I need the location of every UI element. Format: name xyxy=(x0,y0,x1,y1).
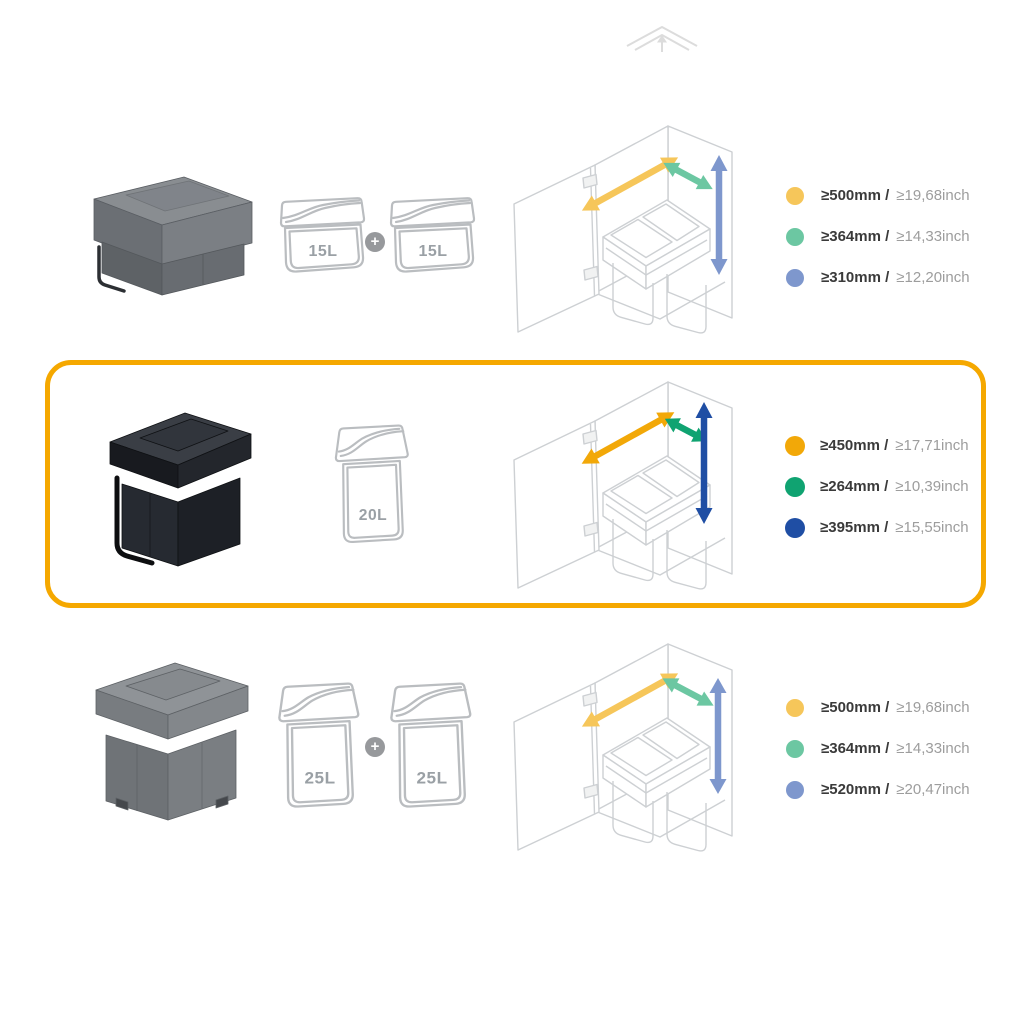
height-arrow xyxy=(709,678,727,794)
svg-text:15L: 15L xyxy=(308,243,337,260)
depth-dot xyxy=(786,227,804,246)
pullout-bin-unit xyxy=(602,717,711,852)
product-photo-20l xyxy=(109,412,252,567)
pullout-bin-unit xyxy=(602,455,711,590)
width-inch: ≥17,71inch xyxy=(895,437,969,454)
depth-mm: ≥364mm / xyxy=(821,228,890,245)
product-photo-15l xyxy=(93,176,253,296)
chevron-up-icon xyxy=(626,26,698,52)
dimension-legend: ≥450mm / ≥17,71inch ≥264mm / ≥10,39inch … xyxy=(785,435,969,558)
cabinet-diagram-15l xyxy=(513,125,733,334)
svg-text:25L: 25L xyxy=(417,769,448,788)
legend-width: ≥500mm / ≥19,68inch xyxy=(786,185,970,206)
legend-depth: ≥264mm / ≥10,39inch xyxy=(785,476,969,497)
cabinet-door xyxy=(513,420,600,589)
legend-depth: ≥364mm / ≥14,33inch xyxy=(786,226,970,247)
cabinet-door xyxy=(513,164,600,333)
cabinet-door xyxy=(513,682,600,851)
height-mm: ≥310mm / xyxy=(821,269,890,286)
cabinet-diagram-20l xyxy=(513,381,733,590)
plus-icon: + xyxy=(365,737,385,757)
depth-arrow xyxy=(663,162,713,190)
legend-height: ≥520mm / ≥20,47inch xyxy=(786,779,970,800)
product-photo-25l xyxy=(95,662,249,821)
bin-drawing-20l: 20L xyxy=(334,424,409,543)
width-dot xyxy=(786,698,804,717)
depth-inch: ≥10,39inch xyxy=(895,478,969,495)
depth-dot xyxy=(785,476,805,497)
width-dot xyxy=(785,435,805,456)
depth-mm: ≥264mm / xyxy=(820,478,889,495)
height-arrow xyxy=(695,402,713,524)
height-arrow xyxy=(710,155,728,275)
height-dot xyxy=(785,517,805,538)
height-inch: ≥20,47inch xyxy=(896,781,970,798)
height-mm: ≥520mm / xyxy=(821,781,890,798)
legend-depth: ≥364mm / ≥14,33inch xyxy=(786,738,970,759)
legend-width: ≥500mm / ≥19,68inch xyxy=(786,697,970,718)
width-mm: ≥500mm / xyxy=(821,187,890,204)
height-dot xyxy=(786,268,804,287)
depth-mm: ≥364mm / xyxy=(821,740,890,757)
height-dot xyxy=(786,780,804,799)
width-mm: ≥450mm / xyxy=(820,437,889,454)
svg-text:15L: 15L xyxy=(418,243,447,260)
depth-inch: ≥14,33inch xyxy=(896,228,970,245)
cabinet-diagram-25l xyxy=(513,643,733,852)
pullout-bin-unit xyxy=(602,199,711,334)
bin-drawing-15l-left: 15L xyxy=(279,197,366,273)
width-inch: ≥19,68inch xyxy=(896,699,970,716)
bin-drawing-15l-right: 15L xyxy=(389,197,476,273)
dimension-legend: ≥500mm / ≥19,68inch ≥364mm / ≥14,33inch … xyxy=(786,185,970,308)
width-mm: ≥500mm / xyxy=(821,699,890,716)
height-mm: ≥395mm / xyxy=(820,519,889,536)
plus-icon: + xyxy=(365,232,385,252)
svg-text:25L: 25L xyxy=(305,769,336,788)
depth-arrow xyxy=(662,678,714,706)
bin-drawing-25l-right: 25L xyxy=(390,682,472,808)
width-dot xyxy=(786,186,804,205)
bin-drawing-25l-left: 25L xyxy=(278,682,360,808)
depth-inch: ≥14,33inch xyxy=(896,740,970,757)
legend-width: ≥450mm / ≥17,71inch xyxy=(785,435,969,456)
height-inch: ≥12,20inch xyxy=(896,269,970,286)
width-arrow xyxy=(581,412,675,464)
dimension-legend: ≥500mm / ≥19,68inch ≥364mm / ≥14,33inch … xyxy=(786,697,970,820)
depth-dot xyxy=(786,739,804,758)
svg-text:20L: 20L xyxy=(359,507,387,524)
height-inch: ≥15,55inch xyxy=(895,519,969,536)
width-inch: ≥19,68inch xyxy=(896,187,970,204)
legend-height: ≥395mm / ≥15,55inch xyxy=(785,517,969,538)
legend-height: ≥310mm / ≥12,20inch xyxy=(786,267,970,288)
